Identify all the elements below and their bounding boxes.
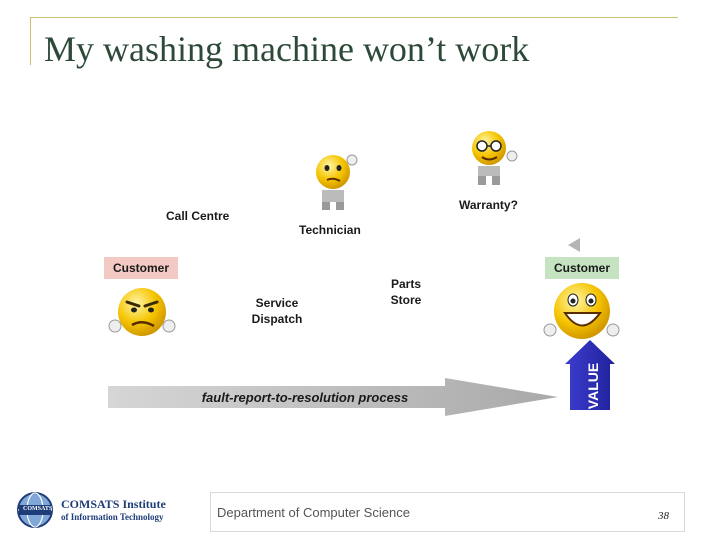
title-top-rule — [30, 17, 678, 18]
value-arrow — [565, 340, 615, 410]
label-call-centre: Call Centre — [166, 209, 230, 223]
comsats-globe-icon — [17, 492, 53, 528]
process-arrow — [108, 378, 558, 416]
logo-badge-text: COMSATS — [23, 506, 53, 512]
nerd-warranty-icon — [472, 131, 518, 185]
service-dispatch-line1: Service — [255, 296, 299, 310]
happy-customer-icon — [543, 283, 620, 339]
angry-customer-icon — [108, 288, 176, 336]
customer-start-badge: Customer — [104, 257, 178, 279]
label-parts-store: Parts Store — [382, 276, 430, 308]
thinking-technician-icon — [316, 154, 358, 210]
slide-title: My washing machine won’t work — [44, 29, 530, 69]
process-label: fault-report-to-resolution process — [201, 390, 409, 405]
value-label: VALUE — [585, 362, 601, 410]
service-dispatch-line2: Dispatch — [251, 312, 303, 326]
parts-store-line1: Parts — [390, 277, 422, 291]
parts-store-line2: Store — [390, 293, 422, 307]
label-technician: Technician — [299, 223, 361, 237]
customer-end-badge: Customer — [545, 257, 619, 279]
logo-line1: COMSATS Institute — [61, 497, 166, 511]
page-number: 38 — [658, 510, 669, 522]
label-service-dispatch: Service Dispatch — [246, 295, 308, 327]
back-arrow-icon — [568, 238, 580, 252]
label-warranty: Warranty? — [459, 198, 518, 212]
footer-box — [210, 492, 685, 532]
footer-department: Department of Computer Science — [217, 505, 410, 520]
title-left-rule — [30, 17, 31, 65]
logo-line2: of Information Technology — [61, 512, 164, 522]
